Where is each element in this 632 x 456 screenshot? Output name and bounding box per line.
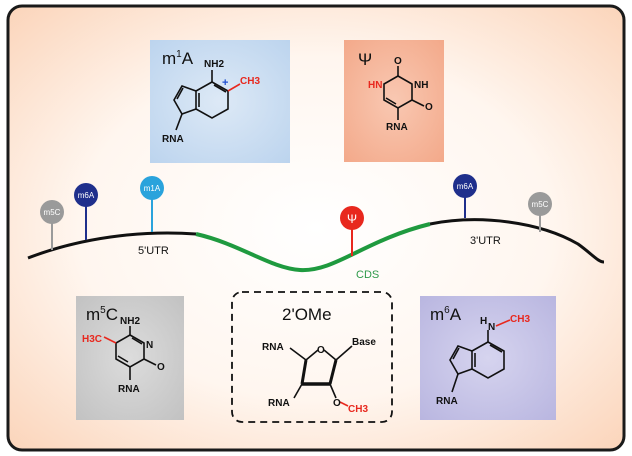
panel-m1a-box [150, 40, 290, 163]
panel-2ome: 2'OMe RNA O Base RNA O CH3 [231, 291, 393, 423]
m6a-rna: RNA [436, 396, 458, 407]
panel-m5c: m5C NH2 H3C N O RNA [76, 296, 184, 420]
mrna-3utr-line [429, 218, 605, 264]
panel-m6a-title: m6A [430, 305, 462, 324]
ome-ring-o: O [317, 345, 325, 356]
m1a-rna: RNA [162, 134, 184, 145]
psi-nh: NH [414, 80, 428, 91]
ome-structure [289, 345, 353, 407]
ome-rna-bottom: RNA [268, 398, 290, 409]
psi-hn: HN [368, 80, 382, 91]
svg-text:Ψ: Ψ [347, 212, 357, 226]
m1a-nh2: NH2 [204, 59, 224, 70]
pin-psi: Ψ [340, 206, 364, 256]
psi-rna: RNA [386, 122, 408, 133]
m5c-methyl: H3C [82, 334, 102, 345]
m6a-n: N [488, 322, 495, 333]
panel-psi-title: Ψ [358, 50, 372, 69]
m5c-nh2: NH2 [120, 316, 140, 327]
m1a-structure [173, 70, 241, 131]
mrna-cds-line [195, 222, 431, 273]
ome-rna-top: RNA [262, 342, 284, 353]
ome-methyl: CH3 [348, 404, 368, 415]
panel-m1a-title: m1A [162, 49, 194, 68]
svg-text:m6A: m6A [457, 182, 474, 191]
m1a-methyl: CH3 [240, 76, 260, 87]
label-3utr: 3'UTR [470, 235, 501, 247]
ome-o: O [333, 398, 341, 409]
m5c-o: O [157, 362, 165, 373]
panel-2ome-box [231, 291, 393, 423]
pin-m6a-left: m6A [74, 183, 98, 240]
m6a-h: H [480, 316, 487, 327]
m1a-plus: + [222, 77, 228, 89]
panel-m1a: m1A NH2 + CH3 RNA [150, 40, 290, 163]
svg-text:m5C: m5C [44, 208, 61, 217]
m6a-structure [449, 319, 511, 393]
label-cds: CDS [356, 269, 379, 281]
ome-base: Base [352, 337, 376, 348]
panel-psi: Ψ O HN NH O RNA [344, 40, 444, 162]
pin-m6a-right: m6A [453, 174, 477, 218]
panel-2ome-title: 2'OMe [282, 305, 332, 324]
label-5utr: 5'UTR [138, 245, 169, 257]
svg-text:m6A: m6A [78, 191, 95, 200]
panel-m6a: m6A H N CH3 RNA [420, 296, 556, 420]
pin-m1a: m1A [140, 176, 164, 232]
svg-text:m1A: m1A [144, 184, 161, 193]
mrna-5utr-line [27, 231, 197, 260]
pin-m5c-left: m5C [40, 200, 64, 250]
psi-structure [383, 66, 425, 120]
panel-m5c-box [76, 296, 184, 420]
psi-o-right: O [425, 102, 433, 113]
pin-m5c-right: m5C [528, 192, 552, 232]
m5c-n: N [146, 340, 153, 351]
panel-m6a-box [420, 296, 556, 420]
panel-psi-box [344, 40, 444, 162]
panel-m5c-title: m5C [86, 305, 118, 324]
svg-text:m5C: m5C [532, 200, 549, 209]
m6a-methyl: CH3 [510, 314, 530, 325]
psi-o-top: O [394, 56, 402, 67]
m5c-structure [103, 326, 157, 380]
m5c-rna: RNA [118, 384, 140, 395]
mrna-track: 5'UTR CDS 3'UTR [27, 218, 605, 281]
